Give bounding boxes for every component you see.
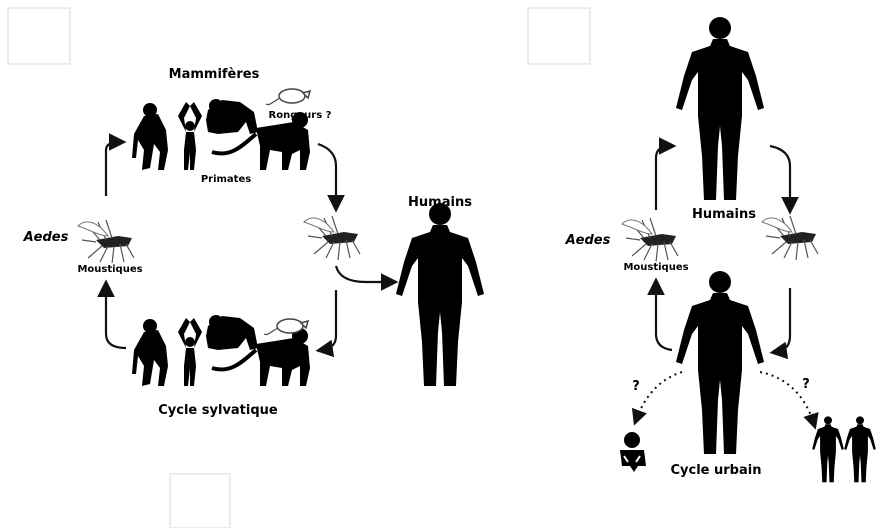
sylvatic-cycle-label: Cycle sylvatique — [158, 403, 278, 418]
arrow-mosquito-to-primates-bottom — [322, 290, 336, 350]
gibbon-icon — [178, 102, 202, 170]
human-silhouette-bottom — [676, 271, 764, 454]
arrow-human-bottom-to-mosquito — [656, 284, 672, 350]
gibbon-icon-bottom — [178, 318, 202, 386]
mammals-label: Mammifères — [169, 67, 260, 82]
gorilla-icon — [206, 99, 258, 134]
human-silhouette-left — [396, 203, 484, 386]
aedes-label-urban: Aedes — [565, 233, 611, 248]
question-mark-right: ? — [802, 377, 810, 392]
dotted-arrow-to-infant — [636, 372, 682, 420]
humans-label-right: Humains — [692, 207, 756, 222]
sylvatic-cycle: Mammifères Rongeurs ? Primates Aedes Mou… — [23, 67, 484, 418]
placeholder-box-right — [528, 8, 590, 64]
gorilla-icon-bottom — [206, 315, 258, 350]
aedes-label: Aedes — [23, 230, 69, 245]
arrow-primates-to-mosquito-bottom — [106, 286, 126, 348]
mosquitoes-label: Moustiques — [77, 264, 142, 275]
placeholder-box-left — [8, 8, 70, 64]
infant-icon — [620, 432, 646, 472]
arrow-mosquito-to-human-top — [656, 146, 670, 210]
persons-icon — [812, 416, 876, 482]
arrow-mosquito-to-human-bottom — [776, 288, 790, 352]
arrow-human-top-to-mosquito — [770, 146, 790, 208]
placeholder-box-bottom — [170, 474, 230, 528]
arrow-mosquito-to-primates — [106, 142, 120, 196]
urban-cycle: Humains Aedes Moustiques ? ? Cycle urbai… — [565, 17, 876, 482]
mosquito-icon-right — [304, 216, 360, 260]
arrow-mosquito-to-humans — [336, 266, 392, 282]
mosquito-icon-left — [78, 220, 134, 264]
arrow-primates-to-mosquito — [318, 144, 336, 206]
primates-label: Primates — [201, 174, 251, 185]
chimpanzee-icon — [132, 103, 168, 170]
urban-cycle-label: Cycle urbain — [671, 463, 762, 478]
rodent-icon — [266, 89, 310, 105]
mosquitoes-label-urban: Moustiques — [623, 262, 688, 273]
mosquito-icon-urban-right — [762, 216, 818, 260]
mosquito-icon-urban-left — [622, 218, 678, 262]
human-silhouette-top — [676, 17, 764, 200]
question-mark-left: ? — [632, 379, 640, 394]
chimpanzee-icon-bottom — [132, 319, 168, 386]
